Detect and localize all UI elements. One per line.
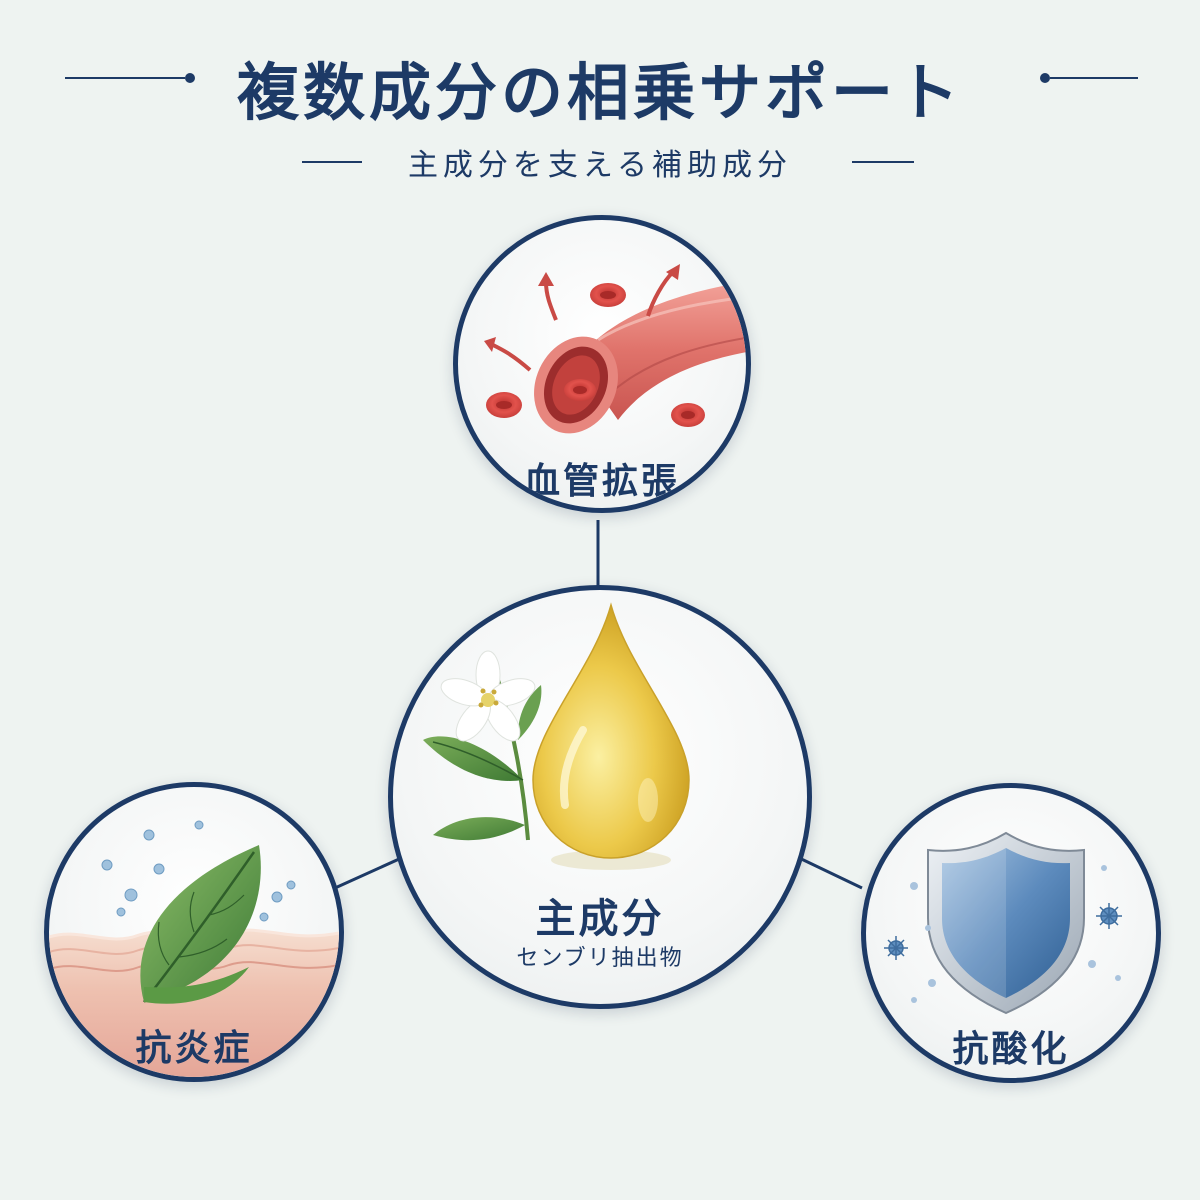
node-label-vasodilation: 血管拡張 <box>523 460 680 502</box>
node-label-anti-inflammatory: 抗炎症 <box>135 1027 253 1069</box>
subtitle-row: 主成分を支える補助成分 <box>0 140 1200 184</box>
subtitle-line-right <box>852 161 914 163</box>
node-vasodilation: 血管拡張 <box>453 215 751 513</box>
connector-right <box>792 853 863 890</box>
title-line-right <box>1050 77 1138 79</box>
page-title: 複数成分の相乗サポート <box>236 56 963 129</box>
node-antioxidant: 抗酸化 <box>861 783 1161 1083</box>
title-row: 複数成分の相乗サポート <box>0 40 1200 129</box>
connector-left <box>334 853 409 890</box>
node-label-antioxidant: 抗酸化 <box>952 1028 1070 1070</box>
leaf-skin-icon <box>49 820 339 1077</box>
subtitle-line-left <box>302 161 362 163</box>
title-dot-left <box>185 73 195 83</box>
blood-vessel-icon <box>484 264 746 434</box>
title-dot-right <box>1040 73 1050 83</box>
node-sublabel-main: センブリ抽出物 <box>516 946 684 971</box>
node-anti-inflammatory: 抗炎症 <box>44 782 344 1082</box>
shield-icon <box>884 831 1122 1015</box>
node-label-main: 主成分 <box>535 895 665 942</box>
node-main-ingredient: 主成分 センブリ抽出物 <box>388 585 812 1009</box>
title-line-left <box>65 77 185 79</box>
oil-drop-flower-icon <box>423 602 690 870</box>
page-subtitle: 主成分を支える補助成分 <box>407 148 793 183</box>
